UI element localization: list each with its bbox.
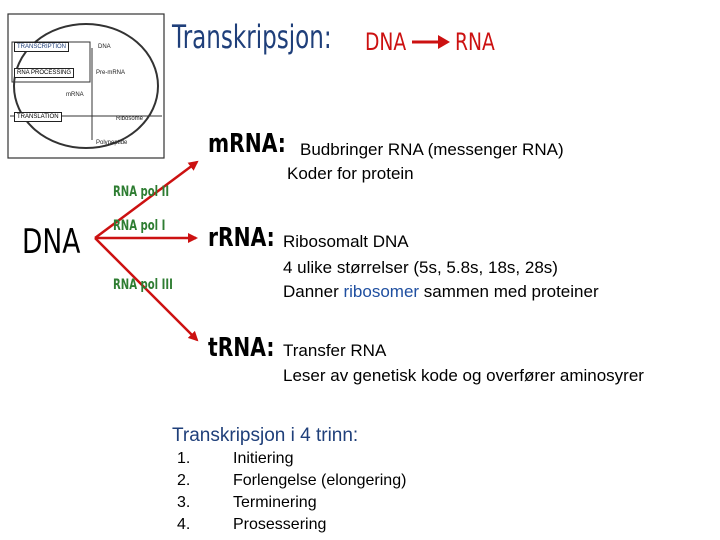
step-item: 1. Initiering	[177, 448, 406, 470]
title-arrow-icon	[412, 35, 450, 49]
thumb-pre-mrna-label: Pre-mRNA	[96, 70, 126, 76]
step-text: Prosessering	[233, 516, 327, 533]
thumb-transcription-box: TRANSCRIPTION	[14, 42, 70, 52]
steps-list: 1.Initiering 2.Forlengelse (elongering) …	[177, 448, 406, 536]
arrow-to-mrna	[94, 160, 199, 240]
dna-label: DNA	[22, 222, 81, 262]
rna-pol-iii-label: RNA pol III	[113, 277, 173, 293]
thumb-ribosome-label: Ribosome	[116, 116, 144, 122]
step-text: Terminering	[233, 494, 317, 511]
ribosomer-highlight: ribosomer	[343, 282, 420, 301]
thumb-dna-label: DNA	[98, 44, 111, 50]
mrna-heading: mRNA:	[208, 129, 286, 159]
rrna-desc-3-pre: Danner	[283, 282, 344, 301]
trna-description-1: Transfer RNA	[283, 341, 387, 360]
step-number: 4.	[177, 516, 191, 533]
thumb-mrna-label: mRNA	[66, 92, 84, 98]
mrna-description-2: Koder for protein	[287, 164, 414, 183]
thumb-rna-processing-box: RNA PROCESSING	[14, 68, 75, 78]
rna-pol-ii-label: RNA pol II	[113, 184, 170, 200]
rrna-description-1: Ribosomalt DNA	[283, 232, 409, 251]
step-number: 1.	[177, 450, 191, 467]
title-dna: DNA	[365, 28, 407, 56]
arrow-to-trna	[94, 237, 199, 342]
rrna-heading: rRNA:	[208, 223, 275, 253]
thumb-polypeptide-label: Polypeptide	[96, 140, 128, 146]
step-number: 3.	[177, 494, 191, 511]
step-text: Forlengelse (elongering)	[233, 472, 407, 489]
step-item: 3. Terminering	[177, 492, 406, 514]
mrna-description-1: Budbringer RNA (messenger RNA)	[300, 140, 564, 159]
trna-heading: tRNA:	[208, 333, 275, 363]
rna-pol-i-label: RNA pol I	[113, 218, 166, 234]
step-item: 2. Forlengelse (elongering)	[177, 470, 406, 492]
rrna-description-2: 4 ulike størrelser (5s, 5.8s, 18s, 28s)	[283, 258, 558, 277]
step-item: 4. Prosessering	[177, 514, 406, 536]
title-rna: RNA	[455, 28, 495, 56]
step-number: 2.	[177, 472, 191, 489]
step-text: Initiering	[233, 450, 294, 467]
transcription-overview-thumbnail: TRANSCRIPTION DNA RNA PROCESSING Pre-mRN…	[6, 12, 166, 160]
thumb-translation-box: TRANSLATION	[14, 112, 62, 122]
trna-description-2: Leser av genetisk kode og overfører amin…	[283, 366, 644, 385]
page-title: Transkripsjon:	[172, 18, 332, 56]
rrna-desc-3-post: sammen med proteiner	[419, 282, 599, 301]
steps-title: Transkripsjon i 4 trinn:	[172, 425, 359, 446]
rrna-description-3: Danner ribosomer sammen med proteiner	[283, 282, 599, 302]
